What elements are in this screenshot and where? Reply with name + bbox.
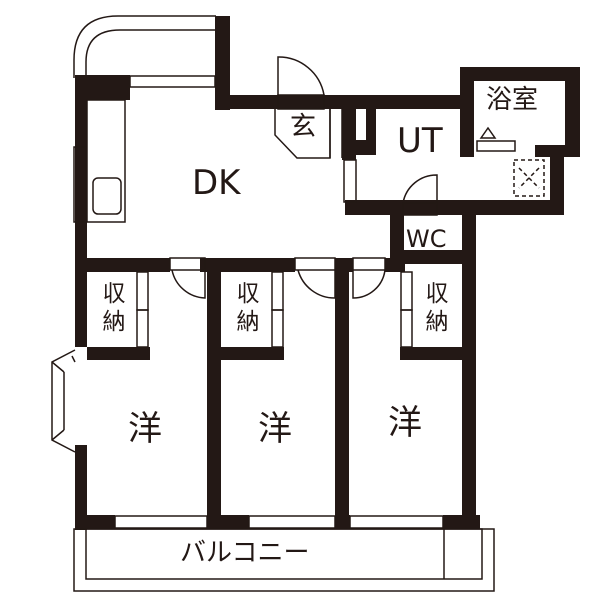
room1-door-frame (169, 257, 206, 271)
room-label-ut: UT (397, 121, 443, 161)
closet-label-3: 収 納 (422, 280, 452, 336)
bay-window (51, 349, 76, 453)
bath-door-frame (476, 140, 516, 152)
room-label-western-1: 洋 (128, 409, 162, 449)
entrance-door-swing (277, 56, 325, 96)
closet3-door-a (400, 271, 413, 311)
window-bottom-2 (248, 515, 336, 529)
room-label-western-3: 洋 (388, 403, 422, 443)
closet1-door-b (136, 309, 149, 348)
room-label-wc: WC (406, 225, 447, 253)
balcony-inner (85, 528, 483, 580)
room3-door-swing (352, 269, 386, 299)
entrance-door-frame (277, 94, 325, 110)
window-bottom-3 (349, 515, 444, 529)
room1-door-swing (171, 269, 206, 299)
porch-inner (85, 29, 216, 78)
room-label-bath: 浴室 (486, 85, 539, 115)
window-top-dk (129, 75, 216, 88)
porch-outline (73, 15, 216, 78)
closet-label-1: 収 納 (99, 280, 129, 336)
bath-step-triangle (479, 126, 497, 139)
window-bottom-1 (114, 515, 208, 529)
closet-label-1-bottom: 納 (102, 309, 126, 335)
window-left-dk (73, 146, 87, 223)
closet-label-3-bottom: 納 (425, 309, 449, 335)
room2-door-swing (297, 269, 336, 299)
closet-label-3-top: 収 (425, 281, 449, 307)
closet3-door-b (400, 309, 413, 348)
washing-machine-space (513, 159, 545, 197)
wc-door-swing (402, 174, 438, 204)
kitchen-counter (86, 99, 126, 223)
closet-label-2: 収 納 (233, 280, 263, 336)
room-label-balcony: バルコニー (180, 538, 310, 568)
ut-door-frame (343, 159, 357, 203)
closet1-door-a (136, 271, 149, 311)
room-label-genkan: 玄 (290, 112, 317, 142)
closet-label-1-top: 収 (102, 281, 126, 307)
closet-label-2-bottom: 納 (236, 309, 260, 335)
room2-door-frame (294, 257, 336, 271)
walls (75, 16, 580, 530)
room3-door-frame (352, 257, 386, 271)
kitchen-sink (92, 177, 122, 215)
closet-label-2-top: 収 (236, 281, 260, 307)
closet2-door-b (271, 309, 284, 348)
closet2-door-a (271, 271, 284, 311)
room-label-western-2: 洋 (258, 409, 292, 449)
room-label-dk: DK (192, 163, 241, 203)
wc-door-frame (402, 202, 438, 216)
